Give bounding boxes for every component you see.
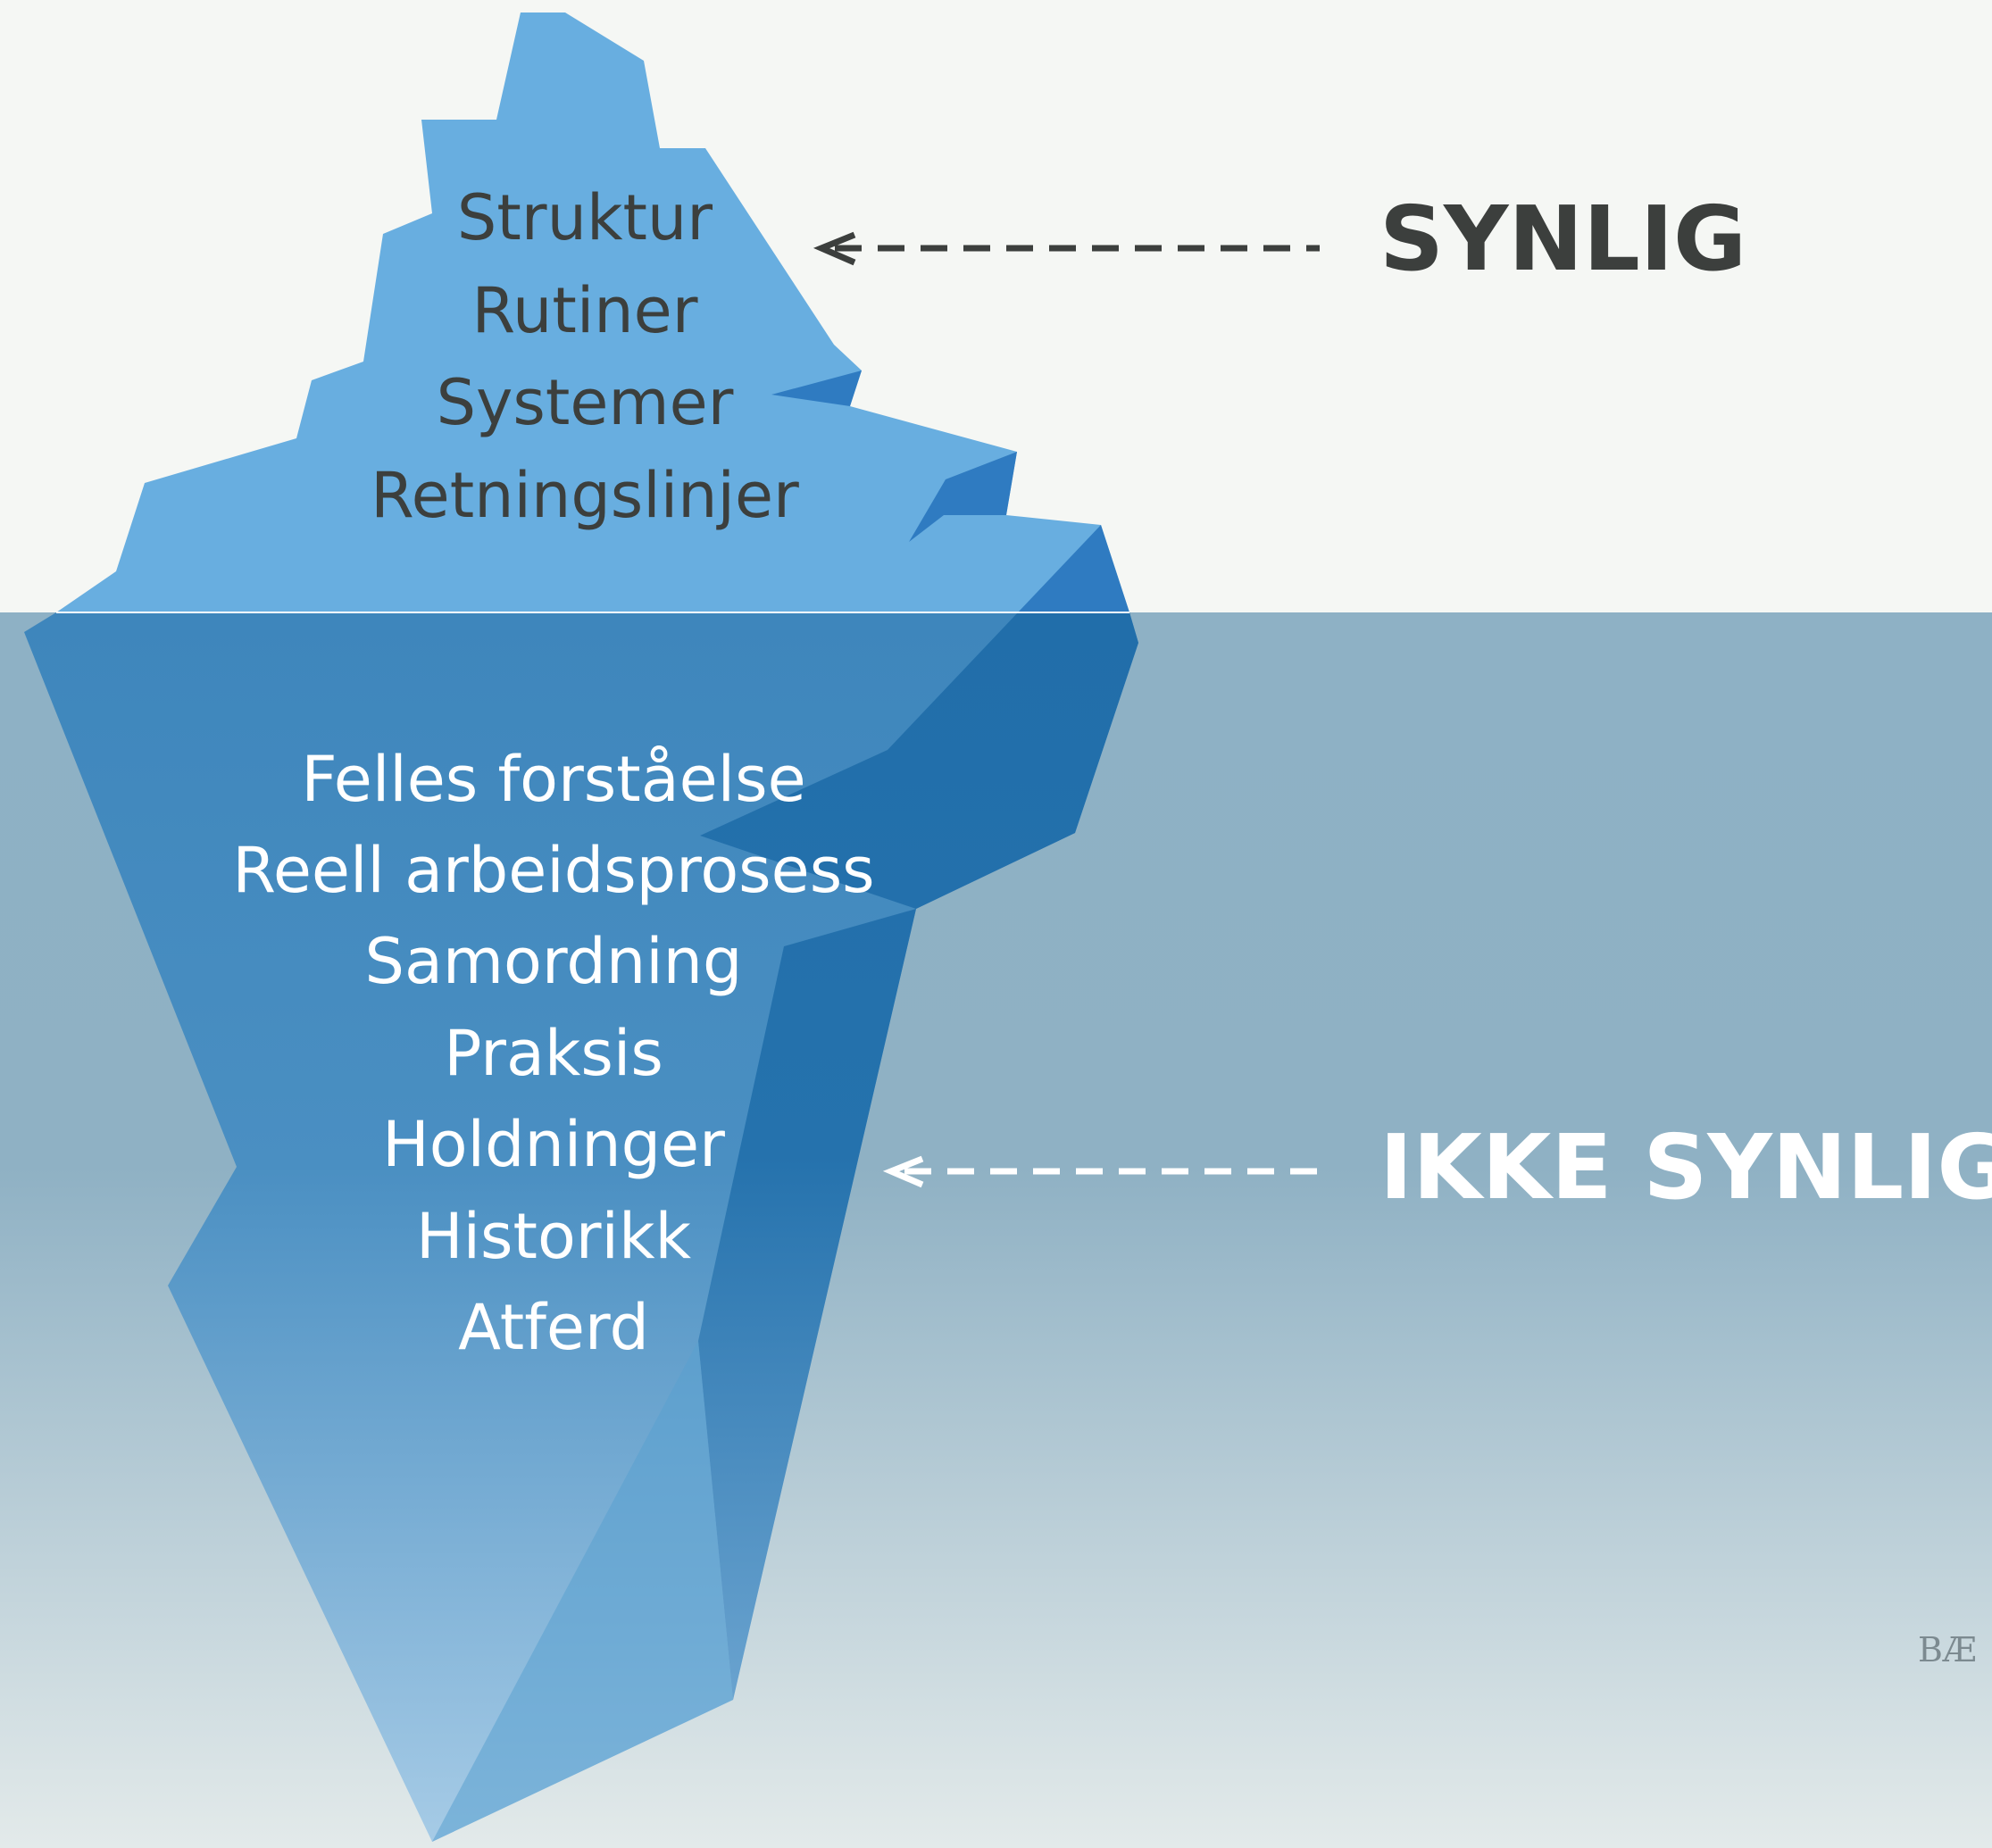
- dashed-arrow-left-icon: [813, 231, 1320, 266]
- iceberg-facet: [771, 370, 862, 406]
- iceberg-facet: [909, 452, 1017, 542]
- iceberg-submerged-shadow: [698, 612, 1138, 1700]
- iceberg-submerged: [24, 612, 1138, 1842]
- visible-label: SYNLIG: [1379, 187, 1747, 291]
- iceberg-visible: [56, 12, 1129, 612]
- iceberg-facet: [1018, 525, 1129, 612]
- credit-text: BÆ: [1918, 1630, 1977, 1669]
- dashed-arrow-left-icon: [882, 1155, 1320, 1188]
- not-visible-label: IKKE SYNLIG: [1379, 1115, 1992, 1220]
- iceberg-submerged-facet: [432, 1341, 733, 1842]
